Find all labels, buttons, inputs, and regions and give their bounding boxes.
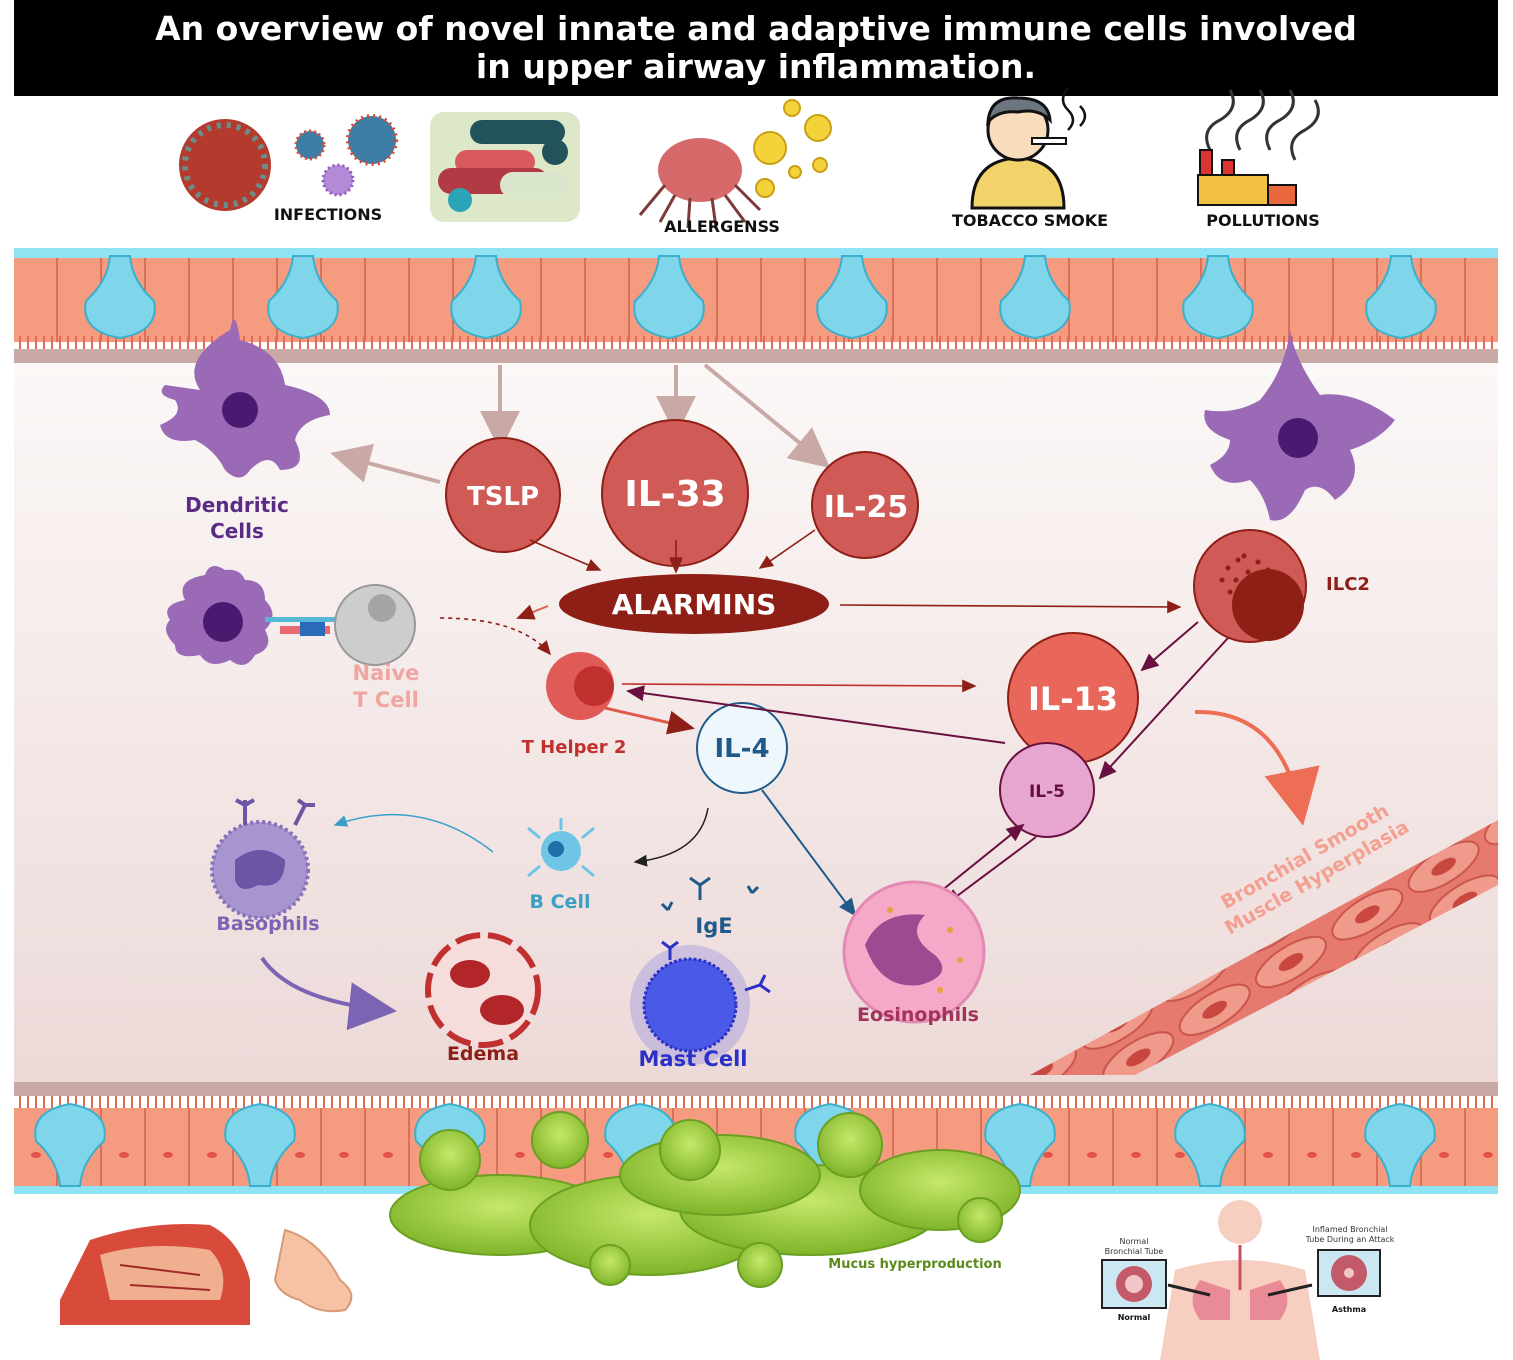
dendritic-label-2: Cells xyxy=(210,519,264,543)
ilc2-label: ILC2 xyxy=(1326,574,1370,595)
epithelium-arrows xyxy=(330,363,831,484)
il33-label: IL-33 xyxy=(624,474,725,515)
alarmin-input-arrows xyxy=(529,529,816,574)
goblet-cell xyxy=(1364,1102,1436,1187)
ilc2-granule xyxy=(1259,577,1265,583)
nose-icon xyxy=(273,1228,353,1313)
eosinophil-icon xyxy=(842,880,986,1024)
ilc2-granule xyxy=(1241,553,1247,559)
ige-label: IgE xyxy=(695,914,732,938)
goblet-cell xyxy=(816,255,888,340)
alarmins-label: ALARMINS xyxy=(612,588,777,621)
goblet-cell xyxy=(1174,1102,1246,1187)
mast-cell-icon xyxy=(630,940,771,1065)
il25-node: IL-25 xyxy=(811,451,919,559)
basophils-label: Basophils xyxy=(216,913,319,935)
goblet-cell xyxy=(984,1102,1056,1187)
goblet-cell xyxy=(267,255,339,340)
mucus-label: Mucus hyperproduction xyxy=(828,1257,1001,1272)
naive-t-cell-icon xyxy=(334,584,416,666)
il4-node: IL-4 xyxy=(696,702,788,794)
naive-label-1: Naive xyxy=(353,661,420,685)
dendritic-cell-right-icon xyxy=(1204,330,1395,521)
infections-icon xyxy=(179,114,398,211)
allergens-icon xyxy=(638,99,832,229)
ilc2-granule xyxy=(1219,577,1225,583)
alarmins-node: ALARMINS xyxy=(559,574,829,634)
th2-cell-icon xyxy=(546,652,614,720)
goblet-cell xyxy=(450,255,522,340)
goblet-cell xyxy=(224,1102,296,1187)
inflamed-top-1: Inflamed Bronchial xyxy=(1312,1225,1387,1234)
edema-icon xyxy=(425,932,541,1048)
naive-label-2: T Cell xyxy=(353,688,419,712)
ilc2-granule xyxy=(1227,589,1233,595)
ilc2-cell-icon xyxy=(1193,529,1307,643)
il25-label: IL-25 xyxy=(824,490,908,525)
alarmin-output-arrows xyxy=(439,600,1182,656)
mucus-icon xyxy=(389,1111,1021,1288)
infections-label: INFECTIONS xyxy=(274,205,382,224)
ige-icon xyxy=(660,876,760,912)
ilc2-granule xyxy=(1247,581,1253,587)
goblet-cell xyxy=(999,255,1071,340)
asthma-label: Asthma xyxy=(1332,1305,1366,1314)
title-line-2: in upper airway inflammation. xyxy=(475,47,1037,86)
eosinophils-label: Eosinophils xyxy=(857,1004,979,1026)
normal-bronchus-box xyxy=(1101,1259,1167,1309)
presenting-dendritic-icon xyxy=(166,566,335,665)
il5-node: IL-5 xyxy=(999,742,1095,838)
th2-label: T Helper 2 xyxy=(522,737,627,758)
body-lungs-icon xyxy=(1160,1200,1320,1360)
top-epithelium xyxy=(14,248,1498,363)
il4-label: IL-4 xyxy=(714,734,769,764)
title-line-1: An overview of novel innate and adaptive… xyxy=(155,9,1357,48)
dendritic-cell-icon xyxy=(160,319,330,478)
goblet-cell xyxy=(1182,255,1254,340)
signal-arrows xyxy=(260,621,1320,1031)
dendritic-label-1: Dendritic xyxy=(185,493,289,517)
smoker-icon xyxy=(970,87,1087,210)
pills-icon xyxy=(430,112,580,222)
basophil-icon xyxy=(210,798,315,920)
il13-node: IL-13 xyxy=(1007,632,1139,764)
ilc2-granule xyxy=(1225,565,1231,571)
ilc2-granule xyxy=(1255,559,1261,565)
b-cell-icon xyxy=(527,818,595,878)
inflamed-top-2: Tube During an Attack xyxy=(1305,1235,1395,1244)
ilc2-granule xyxy=(1265,567,1271,573)
bcell-label: B Cell xyxy=(530,891,591,913)
edema-label: Edema xyxy=(447,1043,519,1065)
normal-top-1: Normal xyxy=(1120,1237,1149,1246)
goblet-cell xyxy=(34,1102,106,1187)
tslp-node: TSLP xyxy=(445,437,561,553)
goblet-cell xyxy=(1365,255,1437,340)
pollutions-label: POLLUTIONS xyxy=(1206,211,1320,230)
il13-label: IL-13 xyxy=(1028,680,1118,718)
tslp-label: TSLP xyxy=(467,482,539,512)
ilc2-granule xyxy=(1245,569,1251,575)
goblet-cell xyxy=(84,255,156,340)
smooth-muscle-icon xyxy=(1030,820,1498,1075)
nasal-anatomy-icon xyxy=(60,1224,250,1325)
figure-title: An overview of novel innate and adaptive… xyxy=(14,0,1498,96)
mast-label: Mast Cell xyxy=(639,1047,748,1071)
ilc2-granule xyxy=(1235,557,1241,563)
normal-top-2: Bronchial Tube xyxy=(1105,1247,1164,1256)
il33-node: IL-33 xyxy=(601,419,749,567)
pollution-icon xyxy=(1197,89,1320,206)
normal-label: Normal xyxy=(1118,1313,1151,1322)
il5-label: IL-5 xyxy=(1029,782,1065,802)
asthma-bronchus-box xyxy=(1317,1249,1381,1297)
tobacco-label: TOBACCO SMOKE xyxy=(952,211,1108,230)
allergens-label: ALLERGENSS xyxy=(664,217,780,236)
goblet-cell xyxy=(633,255,705,340)
ilc2-granule xyxy=(1233,577,1239,583)
